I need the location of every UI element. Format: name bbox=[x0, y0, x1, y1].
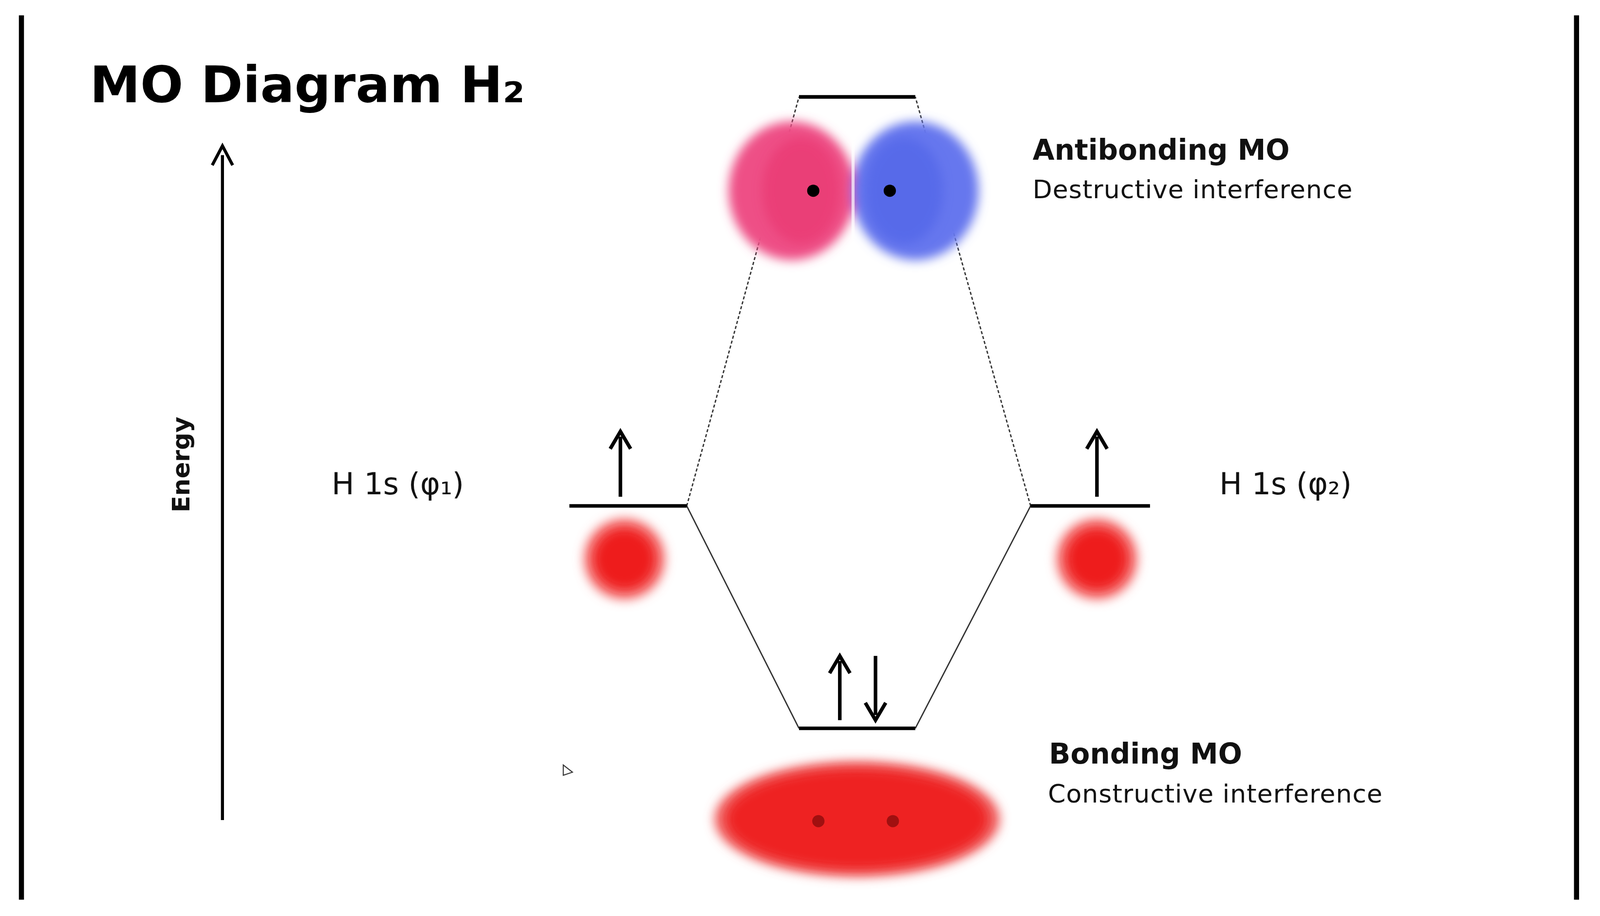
atomic-orbital-label: H 1s (φ₁) bbox=[331, 466, 465, 502]
orbital-note: Constructive interference bbox=[1047, 779, 1383, 809]
nucleus-dot bbox=[812, 815, 825, 828]
cursor-mark bbox=[563, 764, 573, 776]
atomic-level bbox=[1030, 503, 1151, 508]
diagram-title: MO Diagram H₂ bbox=[89, 55, 525, 115]
bonding-orbital-core bbox=[726, 768, 988, 869]
axis-arrowhead bbox=[212, 146, 233, 166]
antibonding-orbital bbox=[728, 121, 979, 261]
atomic-orbital-core bbox=[594, 528, 656, 590]
axis-label: Energy bbox=[167, 416, 196, 513]
frame-bar bbox=[1574, 15, 1580, 900]
orbital-heading: Bonding MO bbox=[1048, 737, 1243, 771]
frame-bar bbox=[18, 15, 24, 900]
correlation-line bbox=[915, 505, 1031, 729]
bonding-level bbox=[799, 726, 916, 730]
orbital-note: Destructive interference bbox=[1032, 175, 1354, 205]
orbital-heading: Antibonding MO bbox=[1032, 133, 1290, 167]
electron-spins bbox=[610, 431, 1108, 721]
energy-axis bbox=[221, 154, 224, 820]
nodal-plane bbox=[851, 127, 855, 256]
atomic-orbital bbox=[1056, 518, 1138, 600]
nucleus-dot bbox=[807, 184, 820, 197]
antibonding-level bbox=[799, 94, 916, 99]
atomic-orbital-label: H 1s (φ₂) bbox=[1219, 466, 1352, 502]
atomic-orbital bbox=[583, 518, 666, 600]
atomic-orbital-core bbox=[1066, 528, 1128, 590]
atomic-level bbox=[569, 503, 687, 508]
nucleus-dot bbox=[886, 815, 899, 828]
correlation-line bbox=[686, 505, 800, 729]
bonding-orbital bbox=[714, 761, 1001, 878]
nucleus-dot bbox=[883, 184, 896, 197]
